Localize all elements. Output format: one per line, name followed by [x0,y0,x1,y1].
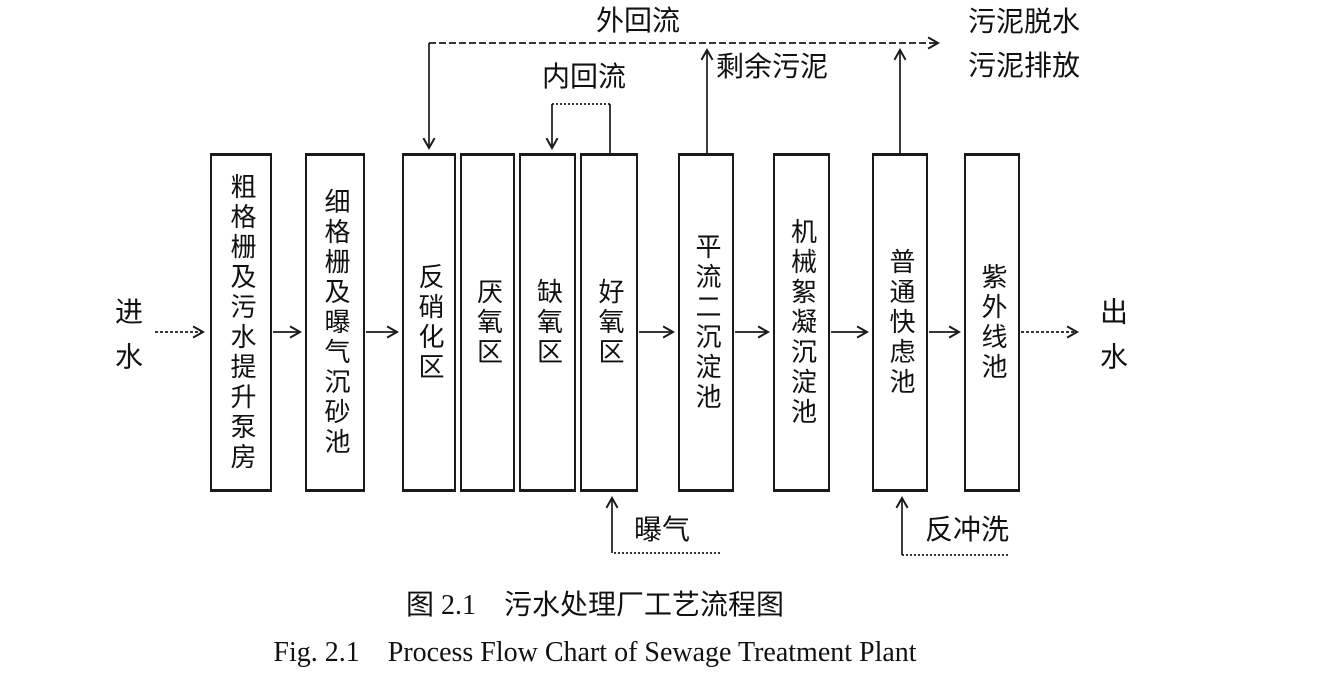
box-label: 反硝化区 [415,262,444,383]
caption-zh: 图 2.1 污水处理厂工艺流程图 [405,590,784,621]
box-label: 紫外线池 [978,262,1007,383]
box-secondary-sedimentation-tank: 平流二沉淀池 [678,153,734,492]
box-anoxic-zone: 缺氧区 [519,153,576,492]
box-label: 普通快虑池 [886,247,915,398]
box-label: 厌氧区 [473,277,503,368]
aeration-label: 曝气 [634,515,691,546]
box-anaerobic-zone: 厌氧区 [460,153,515,492]
box-label: 缺氧区 [533,277,563,368]
box-label: 平流二沉淀池 [692,232,721,413]
outlet-label: 出水 [1096,297,1127,387]
box-coarse-screen-pump-house: 粗格栅及污水提升泵房 [210,153,272,492]
box-aerobic-zone: 好氧区 [580,153,638,492]
internal-reflux-label: 内回流 [542,62,627,93]
box-label: 粗格栅及污水提升泵房 [227,172,256,473]
box-label: 好氧区 [595,277,624,368]
external-reflux-label: 外回流 [596,6,681,37]
box-label: 细格栅及曝气沉砂池 [321,187,350,458]
sludge-discharge-label: 污泥排放 [968,51,1081,82]
box-label: 机械絮凝沉淀池 [787,217,817,428]
inlet-label: 进水 [111,297,142,387]
box-denitrification-zone: 反硝化区 [402,153,456,492]
sludge-dewatering-label: 污泥脱水 [968,7,1081,38]
box-rapid-filter: 普通快虑池 [872,153,928,492]
caption-en: Fig. 2.1 Process Flow Chart of Sewage Tr… [273,637,917,668]
box-fine-screen-grit-chamber: 细格栅及曝气沉砂池 [305,153,365,492]
box-mechanical-flocculation-tank: 机械絮凝沉淀池 [773,153,830,492]
backwash-label: 反冲洗 [925,515,1010,546]
excess-sludge-label: 剩余污泥 [716,52,829,83]
box-uv-tank: 紫外线池 [964,153,1020,492]
